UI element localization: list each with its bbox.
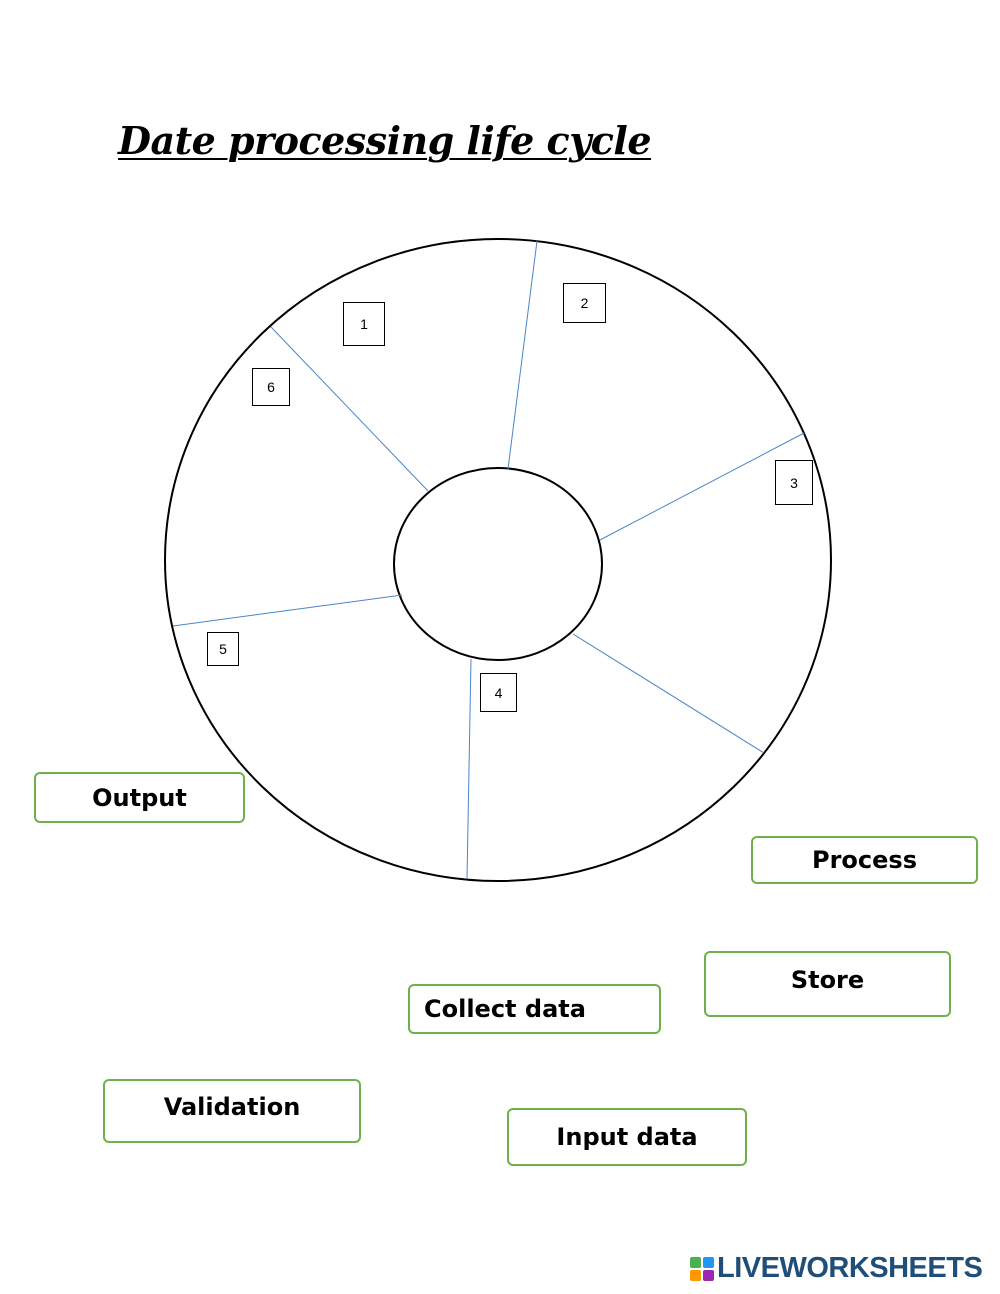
segment-number-3[interactable]: 3 <box>775 460 813 505</box>
label-input-data[interactable]: Input data <box>507 1108 747 1166</box>
brand-name: LIVEWORKSHEETS <box>717 1252 983 1284</box>
segment-number-1[interactable]: 1 <box>343 302 385 346</box>
divider-line-6 <box>270 326 429 492</box>
brand-footer[interactable]: LIVEWORKSHEETS <box>690 1252 983 1285</box>
divider-line-2 <box>599 432 805 541</box>
label-store[interactable]: Store <box>704 951 951 1017</box>
divider-line-4 <box>466 658 472 880</box>
divider-line-5 <box>172 594 403 627</box>
segment-number-2[interactable]: 2 <box>563 283 606 323</box>
divider-line-1 <box>507 240 538 470</box>
outer-circle <box>164 238 832 882</box>
label-validation[interactable]: Validation <box>103 1079 361 1143</box>
label-output[interactable]: Output <box>34 772 245 823</box>
liveworksheets-logo-icon <box>690 1256 714 1281</box>
page-title: Date processing life cycle <box>118 118 652 163</box>
segment-number-4[interactable]: 4 <box>480 673 517 712</box>
segment-number-5[interactable]: 5 <box>207 632 239 666</box>
segment-number-6[interactable]: 6 <box>252 368 290 406</box>
label-process[interactable]: Process <box>751 836 978 884</box>
divider-line-3 <box>572 633 765 754</box>
inner-circle <box>393 467 603 661</box>
label-collect-data[interactable]: Collect data <box>408 984 661 1034</box>
